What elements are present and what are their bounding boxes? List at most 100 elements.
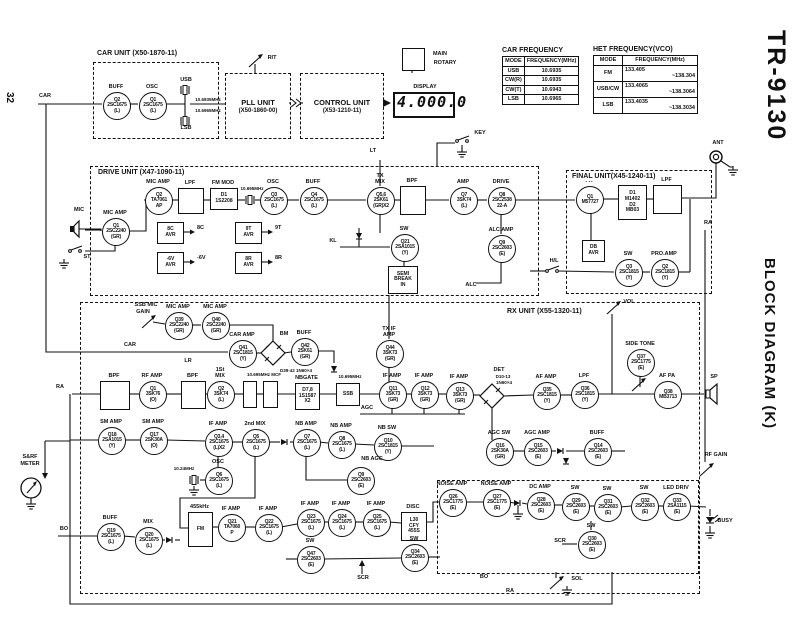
xtal-1024-label: 10.24MHz (173, 466, 195, 471)
led-driv-text: 2SA1115 (667, 503, 687, 510)
sw-q47-text: 2SC2603 (301, 556, 321, 563)
if-amp-q25-label: IF AMP (366, 501, 386, 507)
het-freq-high: ~138.3064 (668, 89, 695, 95)
det-diodes-label: 1N60×4 (496, 380, 512, 385)
rx-unit (80, 302, 700, 594)
drive-unit-label: DRIVE UNIT (X47-1090-11) (96, 169, 187, 177)
nb-amp-q7-text: 2SC1675 (297, 439, 317, 446)
drive-amp-text: Q7 (460, 192, 468, 199)
noise-amp-q27-text: Q27 (492, 494, 502, 501)
ssb-buff-text: (GR) (299, 353, 311, 360)
ssb-filter-box: SSB (336, 383, 360, 406)
det-label: DET (493, 367, 505, 373)
drive-mic-amp1-text: Q1 (112, 223, 120, 230)
noise-amp-q26-text: (E) (449, 504, 457, 511)
car-frequency-table-title: CAR FREQUENCY (502, 47, 564, 54)
ant-sw-box-text: M1402 (624, 195, 641, 202)
sw-q34-text: 2SC2603 (405, 554, 425, 561)
key-switch (465, 139, 469, 143)
car-amp-text: Q41 (238, 345, 248, 352)
lpf-box-final-label: LPF (661, 177, 672, 183)
af-lpf-label: LPF (578, 373, 590, 379)
rit-pot (248, 56, 261, 68)
side-tone-text: (E) (637, 364, 645, 371)
ssb-mic-gain-pot (151, 315, 156, 320)
agc-sw-text: (GR) (494, 453, 506, 460)
mcf-freq-label: 10.695MHz MCF (246, 372, 282, 377)
if-amp-q22-label: IF AMP (258, 506, 278, 512)
af-amp-text: (Y) (543, 397, 551, 404)
rx-unit-label: RX UNIT (X55-1320-11) (505, 308, 584, 316)
lsb-crystal (182, 116, 188, 126)
drive-stage-text: 22-A (496, 202, 508, 209)
avr-9t-text: 9T (245, 226, 252, 233)
balanced-modulator (276, 356, 282, 362)
tx-mix-text: (GR)X2 (373, 202, 389, 209)
sp-label: SP (710, 374, 718, 380)
drive-mic-amp2-text: TA7061 (150, 197, 168, 204)
sm-amp-q18-text: (Y) (108, 442, 116, 449)
final-sw-label: SW (623, 251, 633, 257)
ssb-mic-amp1-text: (GR) (173, 327, 185, 334)
fm-mix-label: MIX (143, 519, 153, 525)
ssb-buff-label: BUFF (296, 330, 312, 336)
drive-amp-text: 3SK74 (456, 197, 472, 204)
noise-amp-q27-label: NOISE AMP (480, 481, 512, 487)
avr-9t-text: AVR (243, 232, 254, 238)
lr-label: LR (184, 358, 192, 364)
nb-gate-box-text: D7,8 (302, 387, 313, 394)
drive-osc-text: 2SC1675 (264, 197, 284, 204)
het-table-freq: 133.4065~138.3064 (622, 80, 698, 98)
final-unit-label: FINAL UNIT(X45-1240-11) (570, 173, 658, 181)
pll-coupler-icon (290, 98, 297, 108)
sw-q29-text: Q29 (571, 498, 581, 505)
ra-label-bottom: RA (506, 588, 514, 594)
if-amp-q3-4-text: 2SC1675 (209, 439, 229, 446)
if-amp-q23-text: (L) (308, 524, 314, 531)
drive-buff-text: 2SC1675 (304, 197, 324, 204)
nb-amp-q8-label: NB AMP (330, 423, 352, 429)
ssb-mic-label: SSB MIC (134, 302, 158, 308)
car-unit (93, 62, 219, 139)
ssb-mic-amp1-label: MIC AMP (166, 304, 190, 310)
if-amp-q13-text: Q13 (455, 387, 465, 394)
car-amp-label: CAR AMP (229, 332, 255, 338)
srf-meter-label2: METER (20, 461, 40, 467)
rf-amp-text: Q1 (149, 386, 157, 393)
if-amp-q21-text: TA7060 (223, 524, 241, 531)
busy-label: BUSY (717, 518, 733, 524)
drive-mic-amp1-label: MIC AMP (103, 210, 127, 216)
if-amp-q22-text: Q22 (264, 519, 274, 526)
nb-amp-q7-label: NB AMP (295, 421, 317, 427)
disc-box-text: CFY (409, 522, 419, 529)
final-pro-amp-label: PRO.AMP (651, 251, 677, 257)
car-label-mid: CAR (124, 342, 136, 348)
car-table-cell: USB (502, 65, 525, 76)
if-amp-q24-label: IF AMP (331, 501, 351, 507)
ant-label: ANT (712, 140, 724, 146)
het-freq-low: 133.405 (625, 66, 645, 73)
het-frequency-table-title: HET FREQUENCY(VCO) (593, 46, 673, 53)
sw-q31-text: Q31 (603, 499, 613, 506)
frequency-display (393, 92, 455, 118)
wire (476, 262, 502, 284)
sw-q29-text: 2SC2603 (566, 503, 586, 510)
sw-q32-label: SW (639, 485, 649, 491)
second-mix-text: 2SC1675 (246, 439, 266, 446)
microphone (70, 226, 74, 232)
drive-amp-label: AMP (456, 179, 470, 185)
sw-q32-text: 2SC2603 (635, 503, 655, 510)
ssb-mic-amp2-text: Q40 (211, 317, 221, 324)
wire (152, 321, 166, 325)
dc-amp-text: (E) (537, 507, 545, 514)
display-label: DISPLAY (413, 84, 437, 90)
